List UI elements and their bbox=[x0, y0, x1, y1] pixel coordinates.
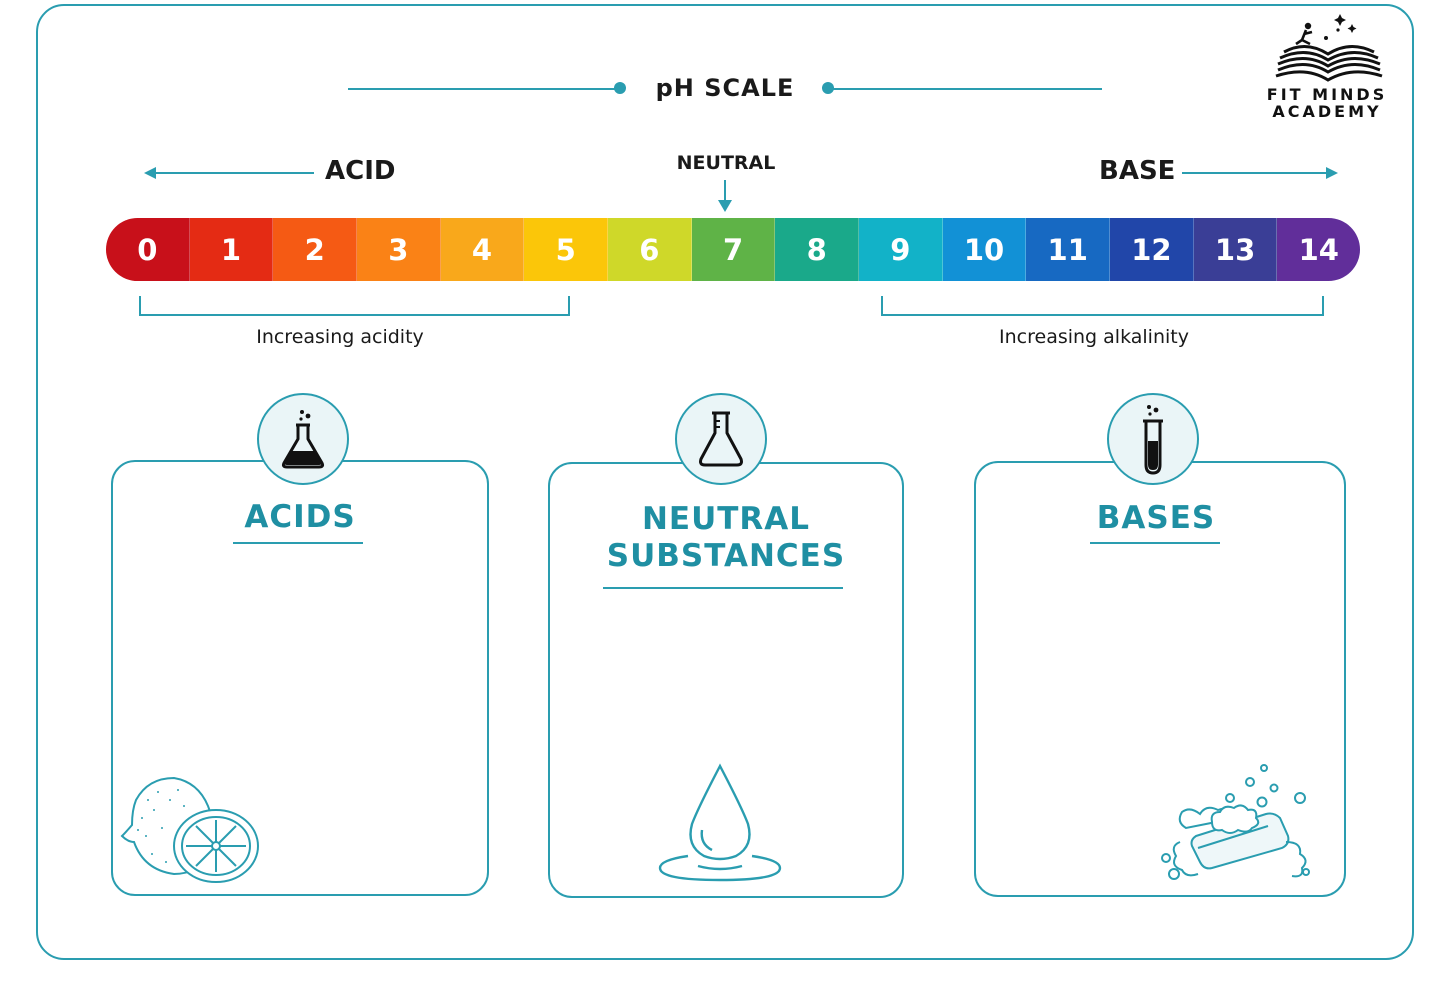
ph-segment-1: 1 bbox=[189, 218, 274, 281]
ph-segment-2: 2 bbox=[273, 218, 358, 281]
ph-segment-9: 9 bbox=[859, 218, 943, 281]
page-title: pH SCALE bbox=[655, 74, 795, 102]
ph-segment-6: 6 bbox=[608, 218, 692, 281]
logo-mark bbox=[1256, 8, 1406, 120]
ph-segment-0: 0 bbox=[106, 218, 190, 281]
bases-card bbox=[974, 461, 1346, 897]
acid-arrow bbox=[144, 167, 314, 179]
soap-icon bbox=[1161, 764, 1310, 880]
ph-segment-5: 5 bbox=[524, 218, 609, 281]
logo-text-line1: FIT MINDS bbox=[1266, 85, 1388, 104]
lemon-icon bbox=[120, 776, 259, 883]
base-arrow bbox=[1182, 167, 1338, 179]
alkalinity-bracket-label: Increasing alkalinity bbox=[999, 326, 1189, 348]
neutral-arrow bbox=[718, 180, 732, 212]
acids-badge bbox=[257, 393, 349, 485]
water-drop-icon bbox=[658, 763, 782, 882]
ph-segment-11: 11 bbox=[1026, 218, 1111, 281]
acids-title: ACIDS bbox=[244, 499, 356, 535]
bases-badge bbox=[1107, 393, 1199, 485]
bases-title-rule bbox=[1090, 542, 1220, 544]
neutral-label: NEUTRAL bbox=[676, 152, 776, 174]
acids-title-rule bbox=[233, 542, 363, 544]
bases-title: BASES bbox=[1096, 500, 1216, 536]
page-frame bbox=[36, 4, 1414, 960]
neutral-title-rule bbox=[603, 587, 843, 589]
title-line-left bbox=[348, 88, 620, 90]
title-line-right bbox=[830, 88, 1102, 90]
neutral-title-line2: SUBSTANCES bbox=[606, 538, 846, 574]
ph-segment-10: 10 bbox=[942, 218, 1027, 281]
alkalinity-bracket bbox=[881, 296, 1324, 316]
ph-segment-14: 14 bbox=[1277, 218, 1360, 281]
ph-segment-4: 4 bbox=[440, 218, 525, 281]
acid-label: ACID bbox=[325, 156, 396, 186]
ph-segment-7: 7 bbox=[691, 218, 776, 281]
ph-segment-3: 3 bbox=[357, 218, 441, 281]
acidity-bracket-label: Increasing acidity bbox=[256, 326, 424, 348]
acidity-bracket bbox=[139, 296, 570, 316]
ph-segment-8: 8 bbox=[775, 218, 860, 281]
flask-empty-icon bbox=[699, 411, 743, 467]
logo-text-line2: ACADEMY bbox=[1272, 102, 1382, 121]
neutral-title-line1: NEUTRAL bbox=[641, 501, 811, 537]
test-tube-icon bbox=[1143, 405, 1163, 475]
base-label: BASE bbox=[1099, 156, 1176, 186]
ph-segment-12: 12 bbox=[1110, 218, 1194, 281]
neutral-card bbox=[548, 462, 904, 898]
title-dot-right bbox=[822, 82, 834, 94]
title-dot-left bbox=[614, 82, 626, 94]
ph-segment-13: 13 bbox=[1193, 218, 1278, 281]
flask-acid-icon bbox=[281, 410, 325, 469]
neutral-badge bbox=[675, 393, 767, 485]
